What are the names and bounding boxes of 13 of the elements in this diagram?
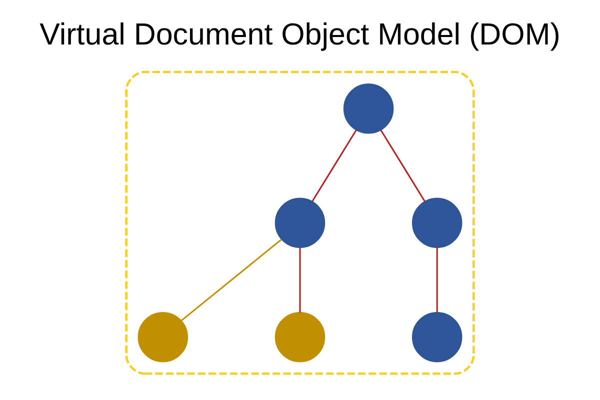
diagram-title: Virtual Document Object Model (DOM) — [40, 18, 560, 52]
connector — [312, 130, 357, 202]
connector — [299, 247, 301, 313]
connector — [436, 247, 438, 313]
cluster — [125, 70, 475, 375]
node-circle — [343, 83, 394, 134]
node-circle — [412, 198, 462, 248]
node-circle — [138, 312, 188, 362]
connector — [380, 130, 426, 202]
connector — [180, 238, 282, 322]
node-circle — [274, 312, 326, 362]
node-circle — [412, 312, 462, 362]
node-circle — [274, 198, 326, 248]
